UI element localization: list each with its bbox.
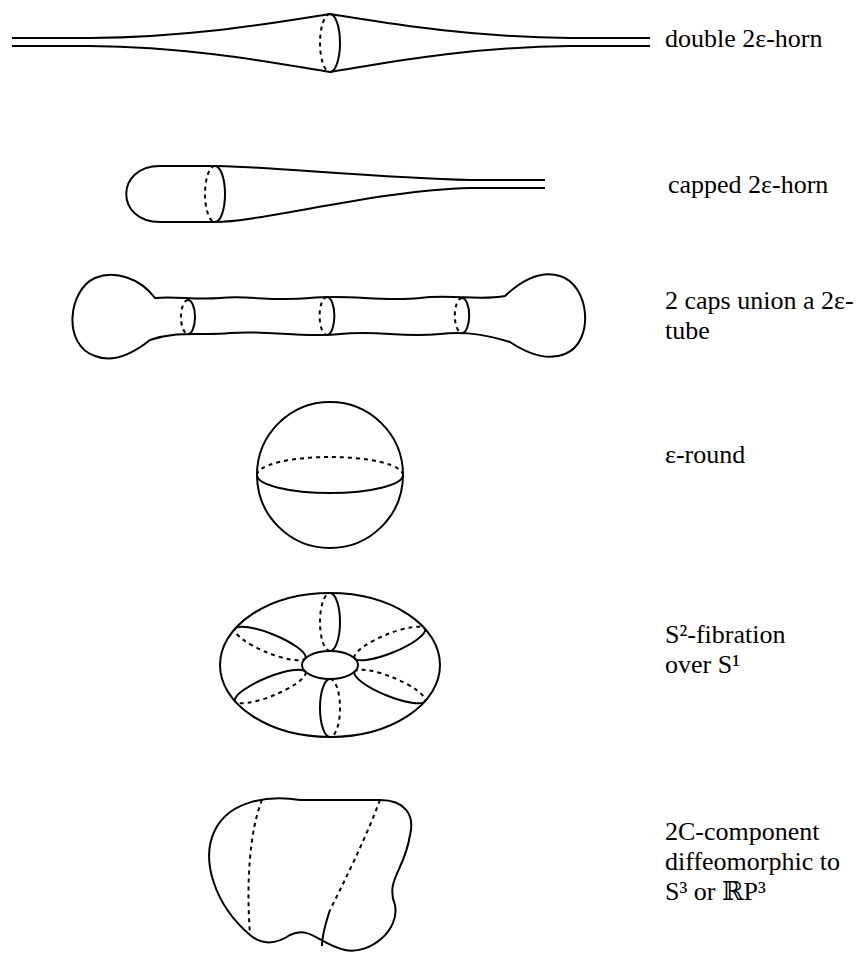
fibre [354,627,425,658]
capped-tube [72,274,585,358]
shape-label: 2C-component diffeomorphic to S³ or ℝP³ [665,817,843,907]
fibre [320,679,330,737]
fibre [235,627,306,658]
round-sphere [257,402,403,548]
fibre [330,593,340,651]
capped-horn [126,166,545,222]
shape-label: S²-fibration over S¹ [665,620,835,680]
shape-label: double 2ε-horn [665,24,855,54]
spherical-component [209,798,411,950]
fibre [235,629,306,660]
double-horn [12,14,650,72]
fibre [330,679,340,737]
shape-label: 2 caps union a 2ε-tube [665,286,855,346]
fibre [235,672,306,703]
s2-fibration [220,593,440,737]
fibre [354,672,425,703]
shape-label: capped 2ε-horn [668,170,858,200]
fibre [354,670,425,701]
shape-label: ε-round [665,440,855,470]
fibre [320,593,330,651]
